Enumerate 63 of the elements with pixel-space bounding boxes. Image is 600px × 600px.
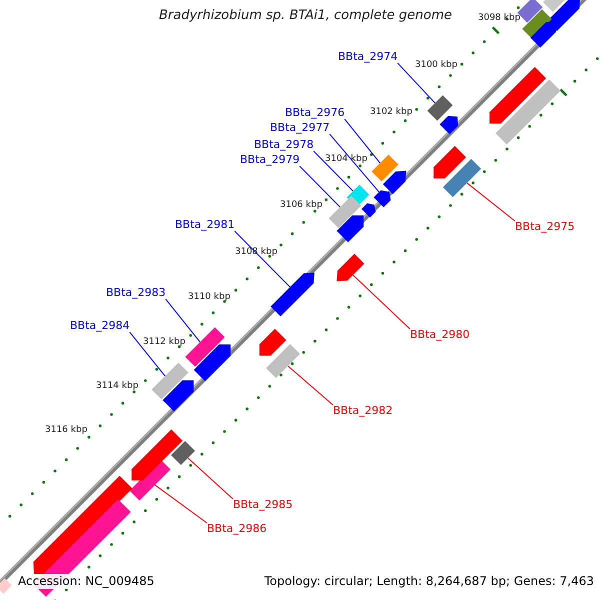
gene-label: BBta_2974 (338, 51, 398, 64)
gene-feature (162, 380, 194, 412)
leader-line (154, 484, 208, 524)
genome-info-text: Topology: circular; Length: 8,264,687 bp; Genes: 7,463 (264, 575, 594, 588)
gene-label: BBta_2981 (175, 219, 235, 232)
gene-feature (530, 21, 557, 48)
leader-line (187, 457, 234, 500)
map-title: Bradyrhizobium sp. BTAi1, complete genome (158, 9, 452, 24)
scale-label: 3110 kbp (188, 293, 230, 303)
gene-feature (546, 0, 580, 32)
gene-label: BBta_2983 (106, 287, 166, 300)
gene-label: BBta_2985 (233, 499, 293, 512)
leader-line (313, 150, 354, 192)
gene-feature (336, 254, 364, 282)
leader-line (397, 62, 436, 104)
leader-line (329, 134, 380, 193)
gene-bar (372, 154, 398, 182)
scale-label: 3104 kbp (325, 155, 368, 165)
gene-bar (496, 80, 560, 144)
gene-bar (185, 327, 225, 367)
gene-feature (374, 190, 391, 208)
gene-label: BBta_2975 (515, 221, 575, 234)
gene-feature (132, 438, 174, 480)
gene-feature (362, 203, 376, 218)
scale-label: 3114 kbp (96, 382, 138, 392)
gene-label: BBta_2986 (207, 523, 267, 536)
scale-label: 3106 kbp (280, 201, 322, 211)
gene-label: BBta_2976 (285, 107, 345, 120)
scale-label: 3116 kbp (45, 426, 88, 436)
gene-label: BBta_2978 (254, 139, 314, 152)
gene-feature (490, 66, 546, 124)
gene-bar (152, 362, 188, 400)
leader-line (352, 274, 410, 330)
gene-feature (440, 116, 458, 134)
gene-bar (543, 0, 567, 12)
gene-bar (266, 344, 300, 378)
leader-line (165, 298, 201, 343)
gene-feature (194, 344, 231, 382)
gene-label: BBta_2982 (333, 405, 393, 418)
gene-feature (382, 170, 406, 194)
gene-label: BBta_2980 (410, 329, 470, 342)
gene-bar (442, 158, 482, 198)
gene-feature (270, 272, 314, 316)
gene-bar (427, 95, 453, 121)
gene-bar (171, 441, 195, 465)
gene-label: BBta_2984 (70, 320, 130, 332)
gene-bar (0, 578, 12, 594)
gene-label: BBta_2977 (270, 122, 330, 134)
leader-line (129, 332, 166, 377)
gene-bar (328, 196, 362, 228)
scale-label: 3102 kbp (370, 108, 412, 118)
leader-line (466, 182, 516, 222)
gene-label: BBta_2979 (240, 154, 300, 166)
gene-feature (434, 146, 466, 178)
leader-line (299, 166, 341, 208)
gene-feature (259, 328, 286, 356)
leader-line (234, 230, 291, 288)
scale-label: 3100 kbp (415, 61, 458, 71)
leader-line (287, 365, 334, 406)
scale-label: 3098 kbp (478, 14, 520, 24)
scale-label: 3112 kbp (143, 338, 186, 348)
leader-line (344, 118, 381, 164)
gene-feature (336, 215, 364, 242)
